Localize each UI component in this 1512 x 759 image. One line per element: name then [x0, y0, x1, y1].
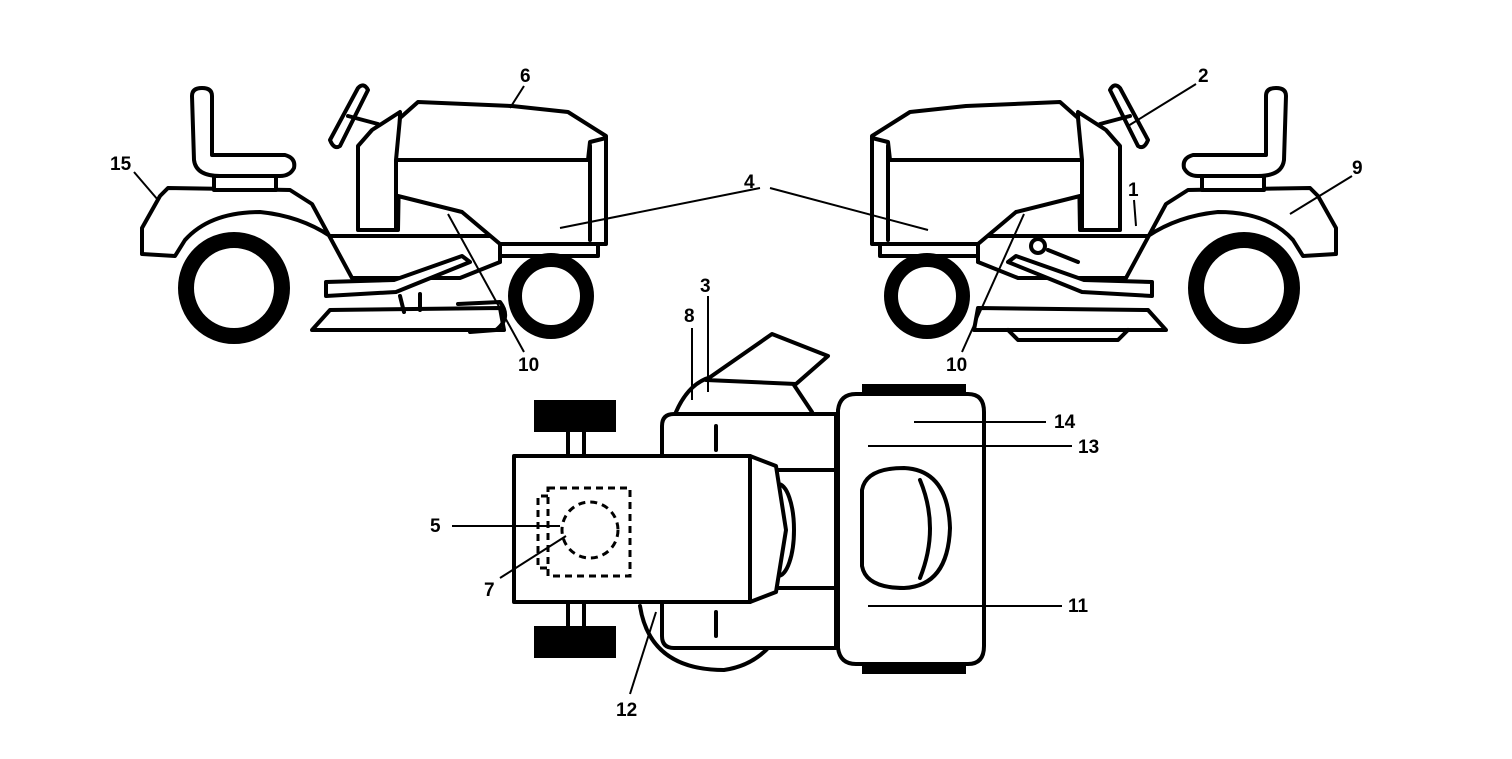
callout-10-left: 10: [518, 355, 539, 376]
leader-7: [499, 535, 567, 579]
steering-column: [1098, 114, 1132, 126]
frame-rails: [776, 468, 836, 590]
callout-4: 4: [744, 172, 755, 193]
leader-12: [629, 611, 657, 695]
leader-4-right: [769, 187, 929, 231]
chassis: [498, 242, 600, 264]
hood: [394, 100, 608, 246]
lift-lever-knob: [1029, 237, 1047, 255]
oil-fill-decal-outline: [560, 500, 620, 560]
lift-lever: [1046, 248, 1080, 264]
leader-6: [509, 85, 525, 109]
leader-10-right: [961, 213, 1025, 353]
leader-1: [1133, 199, 1137, 227]
rear-fender: [976, 186, 1338, 280]
footrest: [324, 254, 472, 298]
mower-deck: [310, 306, 506, 332]
callout-15: 15: [110, 154, 132, 175]
discharge-chute: [704, 332, 830, 386]
seat-base: [212, 174, 278, 192]
callout-14: 14: [1054, 412, 1076, 433]
leader-2: [1127, 83, 1197, 127]
tractor-right-side-view: [870, 83, 1338, 344]
hood: [870, 100, 1084, 246]
callout-3: 3: [700, 276, 711, 297]
steering-wheel: [328, 83, 370, 150]
chassis: [878, 242, 980, 264]
seat-base: [1200, 174, 1266, 192]
engine-decal-outline-inner: [536, 494, 548, 570]
callout-5: 5: [430, 516, 441, 537]
hood-top-view: [512, 454, 788, 604]
front-axle-top: [566, 430, 586, 460]
deck-skirt: [1006, 328, 1130, 342]
callout-10-right: 10: [946, 355, 967, 376]
callout-11: 11: [1068, 596, 1089, 617]
tractor-left-side-view: [140, 83, 608, 344]
callout-8: 8: [684, 306, 695, 327]
front-tire-bottom: [534, 626, 616, 658]
seat: [1181, 86, 1288, 178]
deck-hanger: [398, 292, 422, 314]
engine-decal-outline: [546, 486, 632, 578]
rear-wheel: [1188, 232, 1300, 344]
leader-4-left: [559, 187, 761, 229]
footrest: [1006, 254, 1154, 298]
front-tire-top: [534, 400, 616, 432]
steering-wheel: [1108, 83, 1150, 150]
rear-fender: [140, 186, 502, 280]
dash-panel: [356, 110, 402, 232]
callout-1: 1: [1128, 180, 1139, 201]
front-wheel: [508, 253, 594, 339]
leader-lines: [133, 83, 1353, 695]
seat: [190, 86, 297, 178]
callout-2: 2: [1198, 66, 1209, 87]
front-axle-bottom: [566, 598, 586, 628]
callout-13: 13: [1078, 437, 1099, 458]
seat-top-view: [860, 466, 952, 590]
front-wheel: [884, 253, 970, 339]
steering-column: [346, 114, 380, 126]
mower-deck: [972, 306, 1168, 332]
leader-15: [133, 171, 159, 201]
callout-labels: 15 6 4 10 10 2 1 9 8 3 14 13 11 5 7 12: [110, 66, 1363, 721]
leader-10-left: [447, 213, 525, 353]
seat-back-line: [918, 478, 932, 580]
callout-9: 9: [1352, 158, 1363, 179]
dash-panel: [1076, 110, 1122, 232]
rear-wheel: [178, 232, 290, 344]
callout-7: 7: [484, 580, 495, 601]
tractor-top-view: [512, 332, 986, 674]
callout-6: 6: [520, 66, 531, 87]
leader-9: [1289, 175, 1353, 215]
callout-12: 12: [616, 700, 637, 721]
